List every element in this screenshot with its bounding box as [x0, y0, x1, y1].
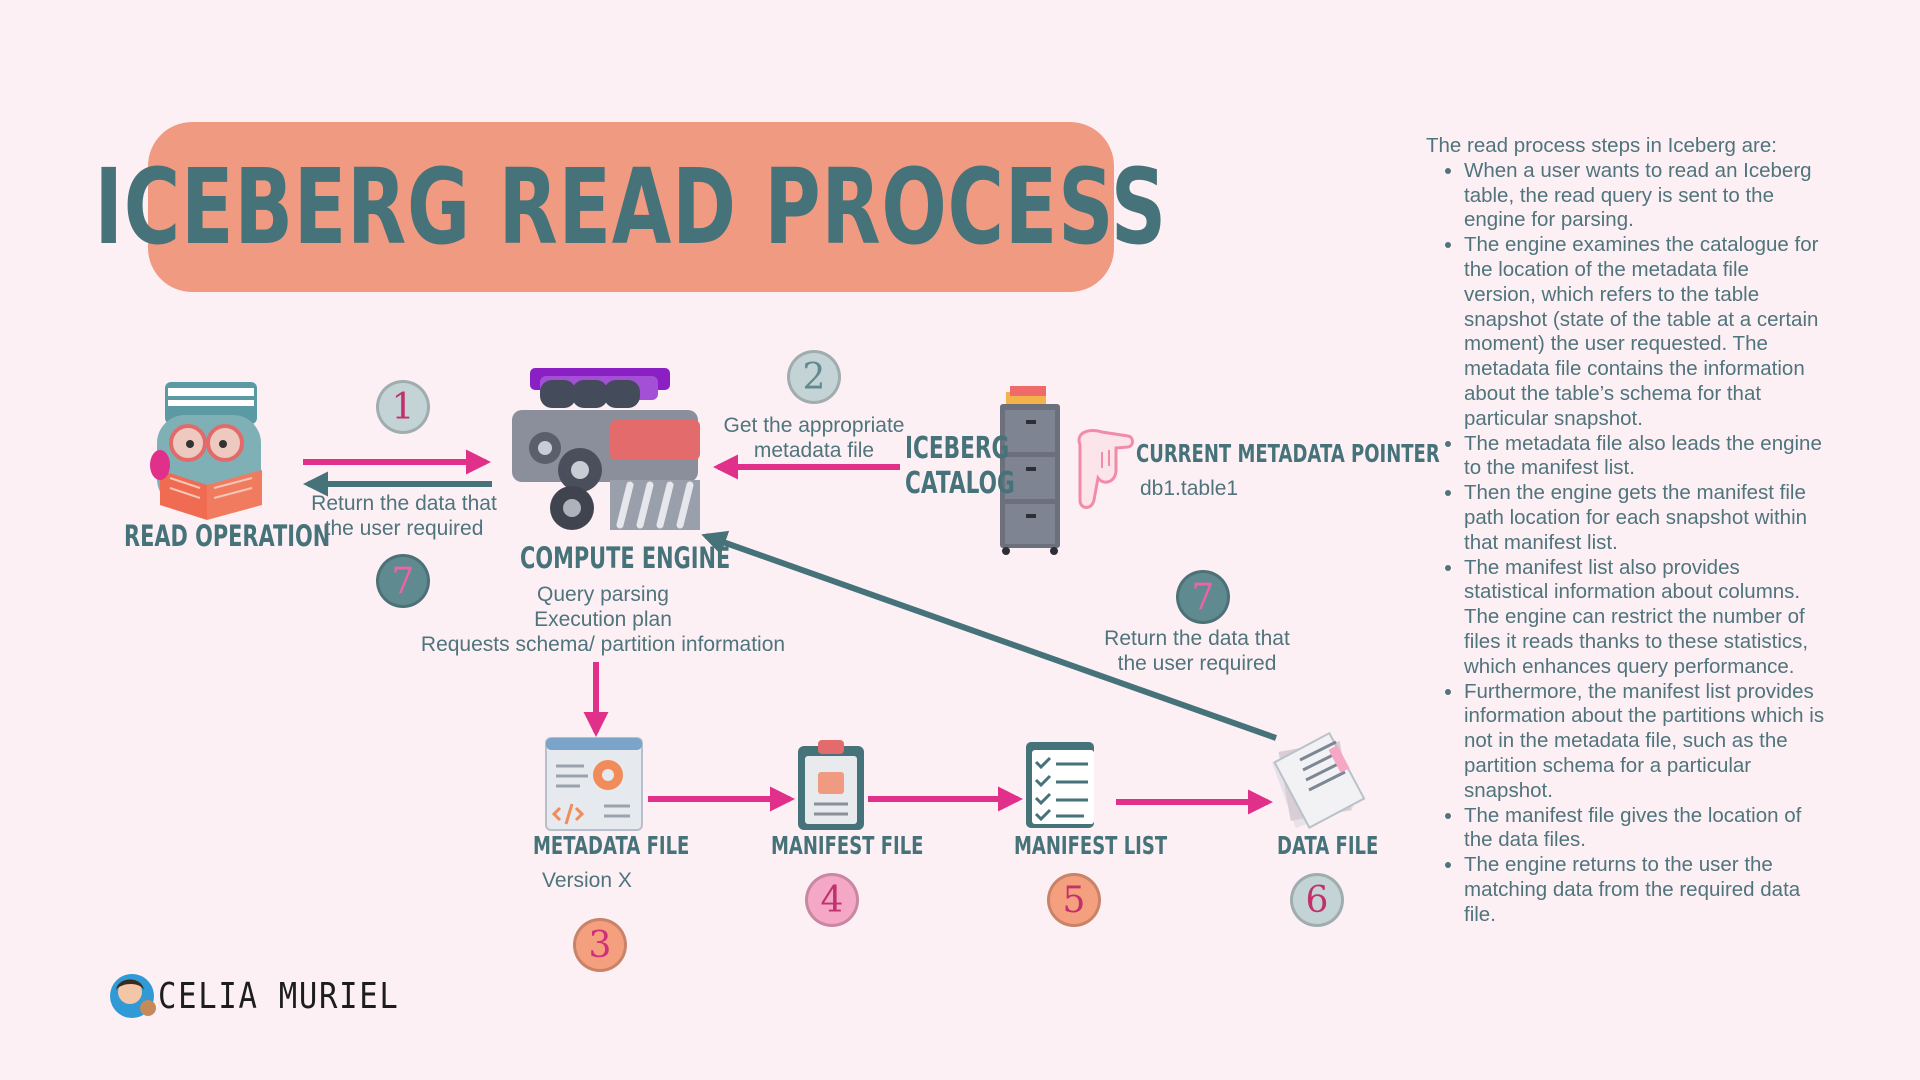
filing-cabinet-icon — [1000, 386, 1060, 555]
iceberg-catalog-label: ICEBERG CATALOG — [905, 431, 1015, 501]
edge-label-return-left: Return the data that the user required — [311, 492, 497, 540]
metadata-file-label: METADATA FILE — [533, 831, 690, 860]
avatar-icon — [110, 974, 156, 1018]
explanation-item: When a user wants to read an Iceberg tab… — [1464, 159, 1826, 233]
step-badge-4: 4 — [805, 873, 859, 927]
explanation-item: The manifest file gives the location of … — [1464, 804, 1826, 854]
step-badge-5: 5 — [1047, 873, 1101, 927]
compute-engine-label: COMPUTE ENGINE — [520, 541, 731, 575]
step-badge-2: 2 — [787, 350, 841, 404]
reader-character-icon — [150, 382, 262, 520]
engine-icon — [512, 368, 700, 530]
explanation-intro: The read process steps in Iceberg are: — [1426, 134, 1777, 157]
manifest-file-label: MANIFEST FILE — [771, 831, 924, 860]
explanation-item: The engine examines the catalogue for th… — [1464, 233, 1826, 431]
edge-label-return-right: Return the data that the user required — [1104, 627, 1290, 675]
step-badge-7-right: 7 — [1176, 570, 1230, 624]
data-file-label: DATA FILE — [1277, 831, 1379, 860]
data-file-icon — [1271, 731, 1366, 829]
pointer-value: db1.table1 — [1140, 477, 1239, 500]
step-badge-1: 1 — [376, 380, 430, 434]
clipboard-icon — [798, 740, 864, 830]
explanation-panel: The read process steps in Iceberg are: W… — [1426, 134, 1826, 928]
checklist-icon — [1026, 742, 1094, 828]
explanation-item: Furthermore, the manifest list provides … — [1464, 680, 1826, 804]
engine-detail-query-parsing: Query parsing — [537, 583, 669, 606]
step-badge-3: 3 — [573, 918, 627, 972]
manifest-list-label: MANIFEST LIST — [1014, 831, 1168, 860]
explanation-item: The engine returns to the user the match… — [1464, 853, 1826, 927]
arrows — [302, 449, 1278, 815]
engine-detail-requests-schema: Requests schema/ partition information — [420, 633, 786, 656]
edge-label-get-metadata: Get the appropriate metadata file — [723, 414, 905, 462]
engine-detail-execution-plan: Execution plan — [534, 608, 672, 631]
explanation-item: The manifest list also provides statisti… — [1464, 556, 1826, 680]
explanation-item: The metadata file also leads the engine … — [1464, 432, 1826, 482]
page-title: ICEBERG READ PROCESS — [94, 146, 1168, 268]
arrow-data-file-to-engine — [701, 530, 1278, 741]
metadata-document-icon — [545, 737, 643, 831]
current-metadata-pointer-label: CURRENT METADATA POINTER — [1136, 439, 1440, 468]
step-badge-7-left: 7 — [376, 554, 430, 608]
metadata-version: Version X — [542, 869, 632, 892]
explanation-item: Then the engine gets the manifest file p… — [1464, 481, 1826, 555]
compute-engine-details: Query parsing Execution plan Requests sc… — [400, 582, 806, 657]
pointing-hand-icon — [1077, 429, 1134, 509]
explanation-list: When a user wants to read an Iceberg tab… — [1426, 159, 1826, 928]
step-badge-6: 6 — [1290, 873, 1344, 927]
title-banner: ICEBERG READ PROCESS — [95, 122, 1167, 292]
brand-name: CELIA MURIEL — [158, 976, 400, 1017]
read-operation-label: READ OPERATION — [124, 519, 331, 553]
